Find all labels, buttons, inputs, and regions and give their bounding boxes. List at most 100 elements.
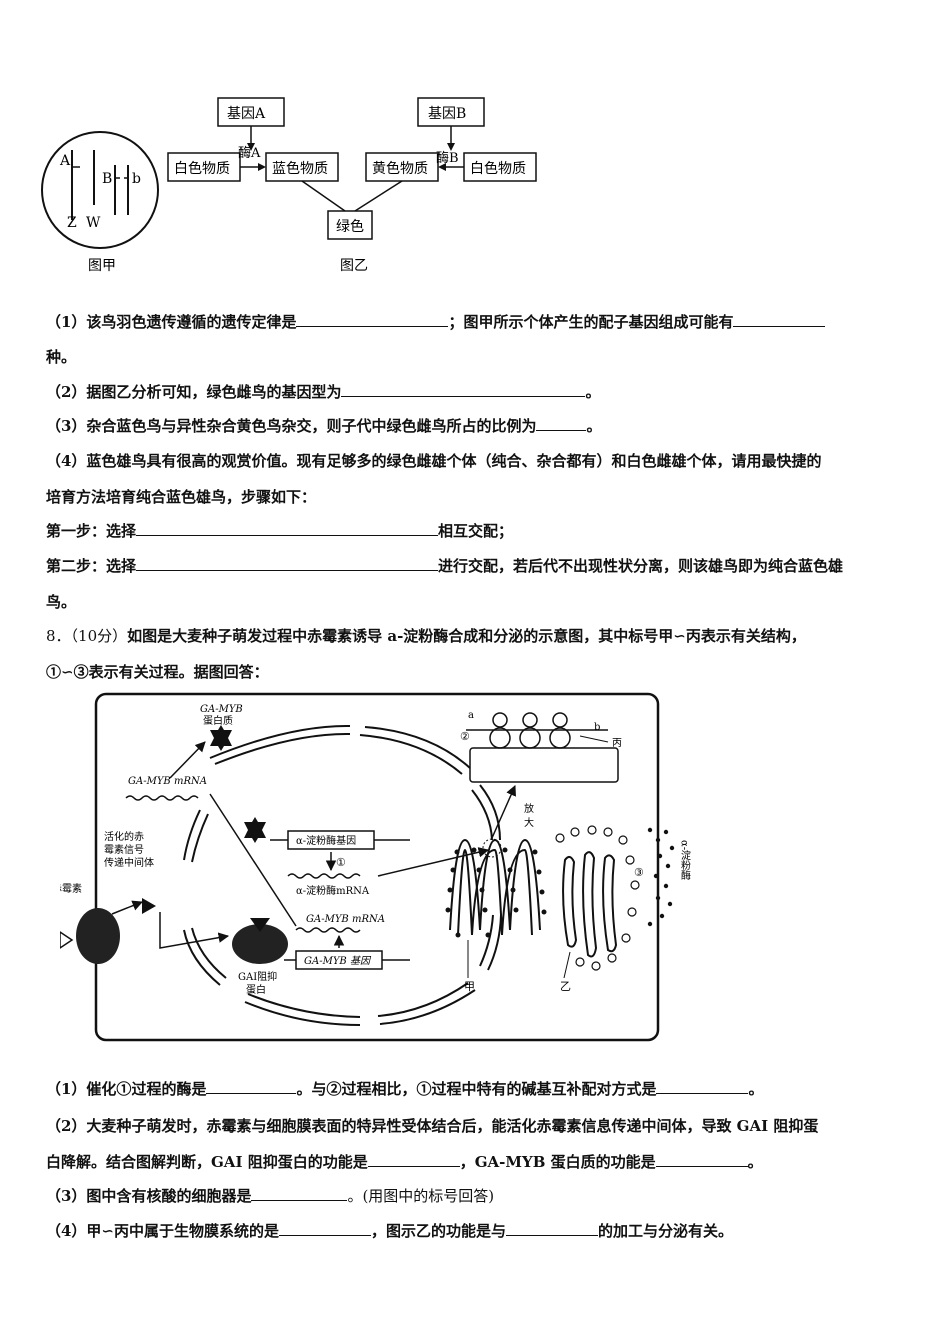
q7-step1-text: 第一步：选择 — [46, 522, 137, 540]
amylase-mrna-label: α-淀粉酶mRNA — [296, 884, 370, 897]
q8-p2-end: 。 — [747, 1153, 763, 1171]
answer-blank[interactable] — [536, 416, 587, 431]
answer-blank[interactable] — [136, 521, 439, 536]
nuclear-envelope — [183, 724, 502, 1026]
answer-blank[interactable] — [341, 382, 586, 397]
gene-B-box: 基因B — [428, 105, 466, 122]
repressed-protein-icon — [244, 817, 266, 843]
q7-p3-end: 。 — [586, 417, 602, 435]
q8-number: 8． — [46, 627, 71, 645]
blue-substance: 蓝色物质 — [272, 160, 328, 177]
q7-part4: （4）蓝色雄鸟具有很高的观赏价值。现有足够多的绿色雌雄个体（纯合、杂合都有）和白… — [46, 452, 822, 470]
gai-label-1: GAI阻抑 — [238, 971, 277, 983]
q8-intro-cont: ①∽③表示有关过程。据图回答： — [46, 663, 269, 681]
q7-p1-text2: ；图甲所示个体产生的配子基因组成可能有 — [448, 313, 734, 331]
chrom-W: W — [86, 215, 101, 231]
q8-p1-text2: 。与②过程相比，①过程中特有的碱基互补配对方式是 — [296, 1080, 657, 1098]
gibberellin-label: 赤霉素 — [60, 882, 82, 895]
q8-part1: （1）催化①过程的酶是 。与②过程相比，①过程中特有的碱基互补配对方式是 。 — [46, 1079, 763, 1099]
q8-part2-cont: 白降解。结合图解判断，GAI 阻抑蛋白的功能是 ，GA-MYB 蛋白质的功能是 。 — [46, 1152, 763, 1172]
process-1: ① — [336, 856, 346, 869]
q8-p4-text: （4）甲∽丙中属于生物膜系统的是 — [46, 1222, 280, 1240]
chrom-Z: Z — [67, 215, 77, 231]
q7-part2: （2）据图乙分析可知，绿色雌鸟的基因型为 。 — [46, 382, 600, 402]
gene-A-box: 基因A — [227, 105, 266, 122]
yellow-substance: 黄色物质 — [372, 160, 428, 177]
q7-part3: （3）杂合蓝色鸟与异性杂合黄色鸟杂交，则子代中绿色雌鸟所占的比例为 。 — [46, 416, 601, 436]
label-b: b — [594, 722, 600, 733]
q7-part1-cont: 种。 — [46, 348, 77, 366]
q8-p2-text: 白降解。结合图解判断，GAI 阻抑蛋白的功能是 — [46, 1153, 368, 1171]
q7-step1: 第一步：选择相互交配； — [46, 521, 513, 541]
allele-B: B — [102, 171, 112, 187]
label-yi: 乙 — [560, 980, 571, 993]
q7-p2-end: 。 — [585, 383, 601, 401]
answer-blank[interactable] — [506, 1221, 599, 1236]
enlarge-2: 大 — [524, 816, 534, 829]
q7-step2: 第二步：选择进行交配，若后代不出现性状分离，则该雄鸟即为纯合蓝色雄 — [46, 556, 843, 576]
q8-intro: 8．（10分）如图是大麦种子萌发过程中赤霉素诱导 a-淀粉酶合成和分泌的示意图，… — [46, 626, 806, 646]
green-box: 绿色 — [336, 218, 364, 235]
q7-p1-text: （1）该鸟羽色遗传遵循的遗传定律是 — [46, 313, 297, 331]
process-3: ③ — [634, 866, 644, 879]
ga-myb-protein-icon — [210, 725, 232, 751]
label-jia: 甲 — [464, 980, 475, 993]
ga-myb-mrna-label: GA-MYB mRNA — [306, 914, 385, 925]
q8-p3-text: （3）图中含有核酸的细胞器是 — [46, 1187, 252, 1205]
q7-p3-text: （3）杂合蓝色鸟与异性杂合黄色鸟杂交，则子代中绿色雌鸟所占的比例为 — [46, 417, 537, 435]
caption-yi: 图乙 — [340, 258, 368, 274]
allele-b: b — [132, 171, 141, 187]
q8-p4-text2: ，图示乙的功能是与 — [371, 1222, 507, 1240]
q7-part4-cont: 培育方法培育纯合蓝色雄鸟，步骤如下： — [46, 488, 317, 506]
allele-A: A — [59, 153, 71, 169]
white-substance-2: 白色物质 — [470, 160, 526, 177]
white-substance-1: 白色物质 — [174, 160, 230, 177]
activated-label-2: 霉素信号 — [104, 843, 144, 856]
enzyme-B: 酶B — [436, 150, 459, 166]
answer-blank[interactable] — [136, 556, 439, 571]
q7-step2-cont: 鸟。 — [46, 593, 77, 611]
q7-step2-end: 进行交配，若后代不出现性状分离，则该雄鸟即为纯合蓝色雄 — [438, 557, 844, 575]
amylase-dots — [647, 827, 675, 927]
intermediate-icon — [142, 898, 156, 914]
figure-jia: A B b Z W 图甲 — [41, 131, 159, 274]
q8-part2: （2）大麦种子萌发时，赤霉素与细胞膜表面的特异性受体结合后，能活化赤霉素信息传递… — [46, 1117, 819, 1135]
answer-blank[interactable] — [206, 1079, 297, 1094]
vesicles — [555, 825, 640, 971]
rough-er — [449, 838, 541, 936]
enlarge-1: 放 — [524, 802, 534, 815]
q8-score: （10分） — [70, 627, 128, 645]
figure-yi: 基因A 基因B 白色物质 蓝色物质 黄色物质 白色物质 绿色 酶A 酶B 图乙 — [167, 97, 537, 274]
cell-diagram: GA-MYB 蛋白质 GA-MYB mRNA 活化的赤 霉素信号 传递中间体 赤… — [60, 692, 691, 1042]
ribosome-dots — [445, 847, 547, 938]
q8-p4-end: 的加工与分泌有关。 — [598, 1222, 734, 1240]
answer-blank[interactable] — [279, 1221, 372, 1236]
answer-blank[interactable] — [296, 312, 449, 327]
gai-protein-icon — [232, 924, 288, 964]
gibberellin-icon — [60, 931, 74, 949]
protein-label: 蛋白质 — [203, 714, 233, 727]
q8-part4: （4）甲∽丙中属于生物膜系统的是 ，图示乙的功能是与 的加工与分泌有关。 — [46, 1221, 733, 1241]
q8-part3: （3）图中含有核酸的细胞器是 。(用图中的标号回答) — [46, 1186, 494, 1206]
answer-blank[interactable] — [367, 1152, 460, 1167]
activated-label-3: 传递中间体 — [104, 856, 154, 869]
answer-blank[interactable] — [655, 1152, 748, 1167]
q8-p1-text: （1）催化①过程的酶是 — [46, 1080, 207, 1098]
enzyme-A: 酶A — [238, 145, 261, 161]
answer-blank[interactable] — [733, 312, 826, 327]
q8-intro-text: 如图是大麦种子萌发过程中赤霉素诱导 a-淀粉酶合成和分泌的示意图，其中标号甲∽丙… — [127, 627, 806, 645]
answer-blank[interactable] — [656, 1079, 749, 1094]
q8-p3-end: 。(用图中的标号回答) — [347, 1187, 495, 1205]
label-bing: 丙 — [612, 738, 622, 749]
q8-p2-text2: ，GA-MYB 蛋白质的功能是 — [459, 1153, 656, 1171]
q7-part1: （1）该鸟羽色遗传遵循的遗传定律是 ；图甲所示个体产生的配子基因组成可能有 — [46, 312, 826, 332]
ga-myb-mrna-top-label: GA-MYB mRNA — [128, 776, 207, 787]
ga-myb-gene-label: GA-MYB 基因 — [304, 955, 372, 967]
answer-blank[interactable] — [251, 1186, 348, 1201]
golgi — [562, 851, 618, 958]
q8-p1-end: 。 — [748, 1080, 764, 1098]
activated-label-1: 活化的赤 — [104, 830, 144, 843]
label-a: a — [468, 710, 474, 721]
q7-p2-text: （2）据图乙分析可知，绿色雌鸟的基因型为 — [46, 383, 342, 401]
process-2: ② — [460, 730, 470, 743]
